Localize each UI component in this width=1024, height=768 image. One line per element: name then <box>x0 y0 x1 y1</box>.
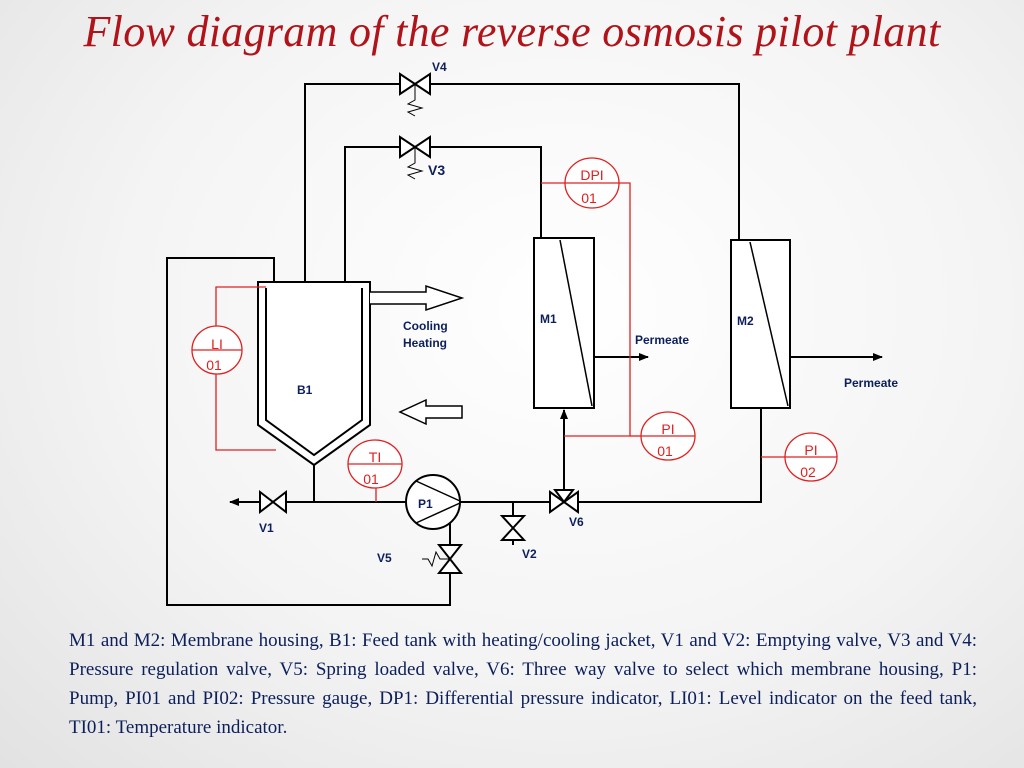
ti01-tag: TI <box>369 449 381 465</box>
dpi01-number: 01 <box>581 190 597 206</box>
jacket-arrows <box>370 284 465 426</box>
valve-v1 <box>259 489 287 515</box>
return-line-v4 <box>301 83 740 363</box>
membrane-m1-label: M1 <box>540 312 557 326</box>
instrument-dpi01: DPI 01 <box>564 157 620 209</box>
valve-v2 <box>499 515 527 541</box>
pump-p1 <box>405 474 461 530</box>
valve-v3-label: V3 <box>428 162 445 178</box>
valve-v3 <box>399 135 431 180</box>
valve-v1-label: V1 <box>259 521 274 535</box>
instrument-pi01: PI 01 <box>640 411 696 461</box>
pi01-number: 01 <box>657 443 673 459</box>
legend-text: M1 and M2: Membrane housing, B1: Feed ta… <box>69 630 977 738</box>
recirculation-line <box>166 257 451 606</box>
tank-b1 <box>257 281 371 467</box>
heating-label: Heating <box>403 336 447 350</box>
valve-v4-label: V4 <box>432 60 447 74</box>
jacket-in-arrow <box>398 398 463 426</box>
pi02-tag: PI <box>804 442 817 458</box>
cooling-label: Cooling <box>403 319 448 333</box>
jacket-out-arrow <box>370 284 465 312</box>
return-line-v3 <box>341 146 542 363</box>
permeate-m1-label: Permeate <box>635 333 689 347</box>
pump-p1-label: P1 <box>418 497 433 511</box>
tank-inner <box>265 288 363 457</box>
pi01-tag: PI <box>661 421 674 437</box>
valve-v2-label: V2 <box>522 547 537 561</box>
dpi01-right-line <box>564 182 631 437</box>
valve-v6 <box>549 489 579 514</box>
ti01-number: 01 <box>363 471 379 487</box>
li01-tag: LI <box>211 336 223 352</box>
membrane-m2 <box>730 239 791 409</box>
valve-v4 <box>399 72 431 117</box>
dpi01-tag: DPI <box>580 167 603 183</box>
permeate-m2-label: Permeate <box>844 376 898 390</box>
valve-v6-label: V6 <box>569 515 584 529</box>
slide-title: Flow diagram of the reverse osmosis pilo… <box>83 7 941 56</box>
valve-v5 <box>422 544 464 574</box>
instrument-pi02: PI 02 <box>784 432 838 482</box>
li01-number: 01 <box>206 357 222 373</box>
tank-jacket <box>257 281 371 467</box>
pi02-number: 02 <box>800 464 816 480</box>
instrument-li01: LI 01 <box>191 325 243 375</box>
instrument-ti01: TI 01 <box>347 439 403 489</box>
valve-v5-label: V5 <box>377 551 392 565</box>
tank-label: B1 <box>297 383 313 397</box>
membrane-m1 <box>533 237 595 409</box>
pump-discharge-line <box>460 408 762 503</box>
membrane-m2-label: M2 <box>737 314 754 328</box>
